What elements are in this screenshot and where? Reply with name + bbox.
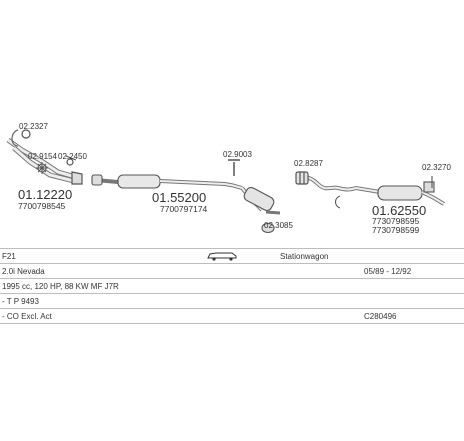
spec-tp: - T P 9493 [0, 293, 464, 309]
part-number-clamp-far-right: 02.3270 [422, 163, 451, 172]
part-number-hanger-mid: 02.3085 [264, 221, 293, 230]
station-wagon-icon [207, 252, 237, 261]
oe-number-middle-silencer: 7700797174 [160, 204, 208, 214]
spec-row-engine: 1995 cc, 120 HP, 88 KW MF J7R [0, 278, 464, 294]
exhaust-diagram: 02.2327 02.9154 02.2450 01.12220 7700798… [6, 122, 451, 235]
spec-co: - CO Excl. Act [0, 308, 362, 324]
spec-row-tp: - T P 9493 [0, 293, 464, 309]
rear-silencer-drawing [299, 175, 446, 209]
part-number-gasket-left: 02.9154 [28, 152, 57, 161]
blank-area [0, 330, 464, 441]
spec-engine: 1995 cc, 120 HP, 88 KW MF J7R [0, 278, 464, 294]
spec-variant: 2.0i Nevada [0, 263, 362, 279]
part-number-clamp-top: 02.2327 [19, 122, 48, 131]
gasket-icon [36, 162, 48, 174]
spec-row-model: F21 Stationwagon [0, 248, 464, 264]
part-number-middle-silencer: 01.55200 [152, 190, 206, 205]
part-number-clamp-right: 02.8287 [294, 159, 323, 168]
spec-empty-1 [362, 248, 464, 264]
spec-body-type: Stationwagon [278, 248, 362, 264]
part-number-rear-silencer: 01.62550 [372, 203, 426, 218]
middle-silencer-drawing [91, 159, 281, 234]
oe-number-rear-silencer-2: 7730798599 [372, 225, 420, 235]
oe-number-front-pipe: 7700798545 [18, 201, 66, 211]
oe-number-rear-silencer-1: 7730798595 [372, 216, 420, 226]
spec-date-range: 05/89 - 12/92 [362, 263, 464, 279]
clamp-right-icon [295, 171, 309, 185]
spec-code: C280496 [362, 308, 464, 324]
spec-row-co: - CO Excl. Act C280496 [0, 308, 464, 324]
part-number-bracket-mid: 02.9003 [223, 150, 252, 159]
spec-car-icon-cell [134, 248, 278, 264]
vehicle-spec-table: F21 Stationwagon 2.0i Nevada 05/89 - 12/… [0, 248, 464, 324]
spec-row-variant: 2.0i Nevada 05/89 - 12/92 [0, 263, 464, 279]
part-number-front-pipe: 01.12220 [18, 187, 72, 202]
spec-model: F21 [0, 248, 134, 264]
part-number-clamp-left: 02.2450 [58, 152, 87, 161]
